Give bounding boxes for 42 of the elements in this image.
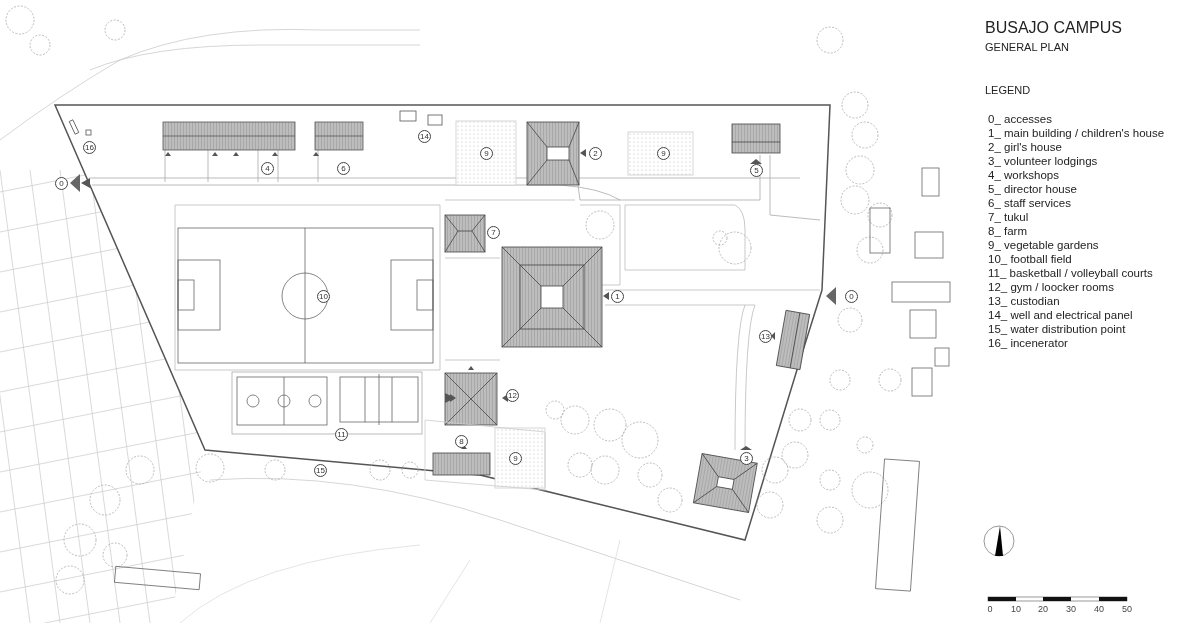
legend-entry: 9_ vegetable gardens [988, 240, 1099, 252]
callout-number: 16 [83, 141, 96, 154]
legend-entry: 8_ farm [988, 226, 1027, 238]
callout-number: 11 [335, 428, 348, 441]
scale-label: 40 [1094, 604, 1104, 614]
legend-heading: LEGEND [985, 85, 1031, 96]
callout-number: 2 [589, 147, 602, 160]
callout-number: 10 [317, 290, 330, 303]
legend-entry: 6_ staff services [988, 198, 1071, 210]
legend-entry: 7_ tukul [988, 212, 1029, 224]
callout-number: 12 [506, 389, 519, 402]
callout-number: 4 [261, 162, 274, 175]
callout-number: 13 [759, 330, 772, 343]
callout-number: 7 [487, 226, 500, 239]
legend-entry: 0_ accesses [988, 114, 1052, 126]
scale-label: 0 [987, 604, 993, 614]
scale-label: 10 [1011, 604, 1021, 614]
callout-number: 0 [55, 177, 68, 190]
legend-entry: 15_ water distribution point [988, 324, 1126, 336]
callout-number: 1 [611, 290, 624, 303]
subtitle: GENERAL PLAN [985, 42, 1069, 53]
legend-entry: 14_ well and electrical panel [988, 310, 1133, 322]
scale-label: 30 [1066, 604, 1076, 614]
title: BUSAJO CAMPUS [985, 20, 1122, 36]
legend-entry: 3_ volunteer lodgings [988, 156, 1098, 168]
legend-entry: 12_ gym / loocker rooms [988, 282, 1114, 294]
callout-number: 8 [455, 435, 468, 448]
legend-entry: 5_ director house [988, 184, 1077, 196]
legend-entry: 4_ workshops [988, 170, 1059, 182]
callout-number: 14 [418, 130, 431, 143]
callout-number: 6 [337, 162, 350, 175]
legend-entry: 1_ main building / children's house [988, 128, 1165, 140]
legend-entry: 10_ football field [988, 254, 1072, 266]
callout-number: 15 [314, 464, 327, 477]
callout-number: 0 [845, 290, 858, 303]
scale-label: 20 [1038, 604, 1048, 614]
legend-entry: 16_ incenerator [988, 338, 1068, 350]
legend-entry: 2_ girl's house [988, 142, 1062, 154]
callout-number: 5 [750, 164, 763, 177]
legend-entry: 11_ basketball / volleyball courts [988, 268, 1153, 280]
legend-entry: 13_ custodian [988, 296, 1060, 308]
scale-label: 50 [1122, 604, 1132, 614]
